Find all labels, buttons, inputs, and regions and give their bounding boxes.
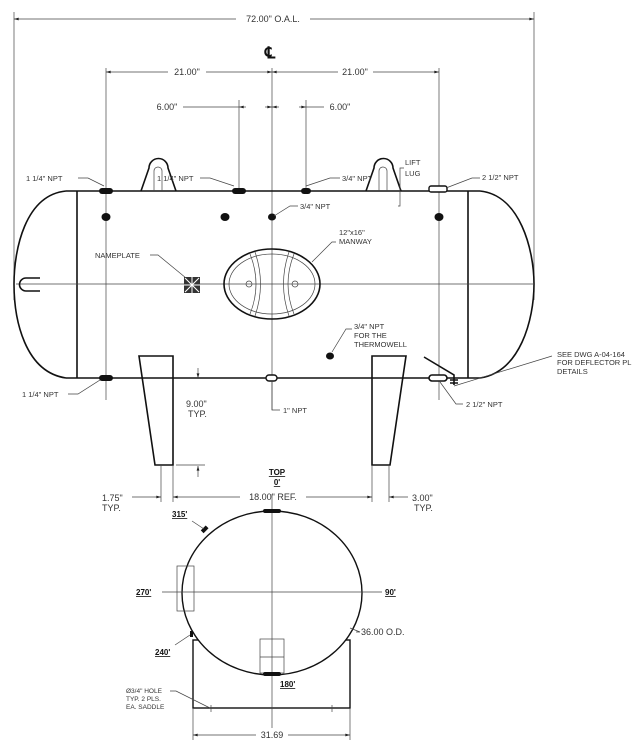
callout-top-right-fitting: 2 1/2" NPT (482, 173, 519, 182)
callout-bottom-right-fitting: 2 1/2" NPT (466, 400, 503, 409)
lift-lug (140, 157, 177, 192)
right-offset-label: 3.00" (412, 493, 433, 503)
saddle-spacing-label: 18.00" REF. (249, 492, 297, 502)
callout-bottom-center-fitting: 1" NPT (283, 406, 307, 415)
nameplate-icon (184, 277, 200, 293)
angle-270: 270' (136, 588, 151, 597)
fitting (232, 188, 246, 194)
outside-diameter-label: 36.00 O.D. (361, 627, 405, 637)
callout-shell-fitting: 3/4" NPT (300, 202, 331, 211)
dimension-21: 21.00" 21.00" (105, 67, 440, 400)
angle-240: 240' (155, 648, 170, 657)
callout-deflector-2: FOR DEFLECTOR PL (557, 358, 631, 367)
angle-90: 90' (385, 588, 396, 597)
overall-length-dimension: 72.00" O.A.L. (13, 12, 535, 300)
callout-nameplate: NAMEPLATE (95, 251, 140, 260)
left-head (13, 190, 67, 379)
manway (223, 248, 321, 320)
callout-top-left-fitting: 1 1/4" NPT (26, 174, 63, 183)
callouts: 1 1/4" NPT 1 1/4" NPT 3/4" NPT LIFT LUG … (22, 158, 631, 415)
right-head (479, 190, 535, 379)
saddle-leg-right (371, 355, 407, 466)
hole-note-2: TYP. 2 PLS. (126, 696, 161, 703)
callout-thermowell-2: FOR THE (354, 331, 387, 340)
hole-note-3: EA. SADDLE (126, 704, 165, 711)
hole-note: Ø3/4" HOLE (126, 688, 163, 695)
vessel-end-view: 31.69 36.00 O.D. TOP 0' 315' 270' 90' 24… (126, 468, 405, 740)
callout-manway-2: MANWAY (339, 237, 372, 246)
angle-180: 180' (280, 680, 295, 689)
callout-top-center-fitting: 3/4" NPT (342, 174, 373, 183)
leg-dimensions: 9.00" TYP. 1.75" TYP. 18.00" REF. 3.00" … (102, 368, 433, 513)
callout-top-mid-fitting: 1 1/4" NPT (157, 174, 194, 183)
right-21-label: 21.00" (342, 67, 368, 77)
callout-manway: 12"x16" (339, 228, 365, 237)
handle-icon (18, 277, 40, 292)
overall-length-label: 72.00" O.A.L. (246, 14, 300, 24)
callout-thermowell: 3/4" NPT (354, 322, 385, 331)
left-offset-label: 1.75" (102, 493, 123, 503)
fitting (428, 185, 448, 193)
left-21-label: 21.00" (174, 67, 200, 77)
saddle-leg-left (138, 355, 174, 466)
fitting (99, 188, 113, 194)
callout-deflector: SEE DWG A-04-164 (557, 350, 625, 359)
saddle-width-label: 31.69 (261, 730, 284, 740)
centerline-symbol: ℄ (264, 45, 276, 62)
fitting (301, 188, 311, 194)
right-offset-typ: TYP. (414, 503, 433, 513)
callout-thermowell-3: THERMOWELL (354, 340, 407, 349)
dimension-6: 6.00" 6.00" (157, 100, 351, 190)
top-label: TOP (269, 468, 286, 477)
callout-deflector-3: DETAILS (557, 367, 588, 376)
callout-lift-lug: LIFT (405, 158, 421, 167)
left-6-label: 6.00" (157, 102, 178, 112)
callout-lift-lug-2: LUG (405, 169, 421, 178)
right-6-label: 6.00" (330, 102, 351, 112)
callout-bottom-left-fitting: 1 1/4" NPT (22, 390, 59, 399)
angle-0: 0' (274, 478, 280, 487)
vessel-side-view (13, 157, 535, 466)
leg-height-typ: TYP. (188, 409, 207, 419)
leg-height-label: 9.00" (186, 399, 207, 409)
angle-315: 315' (172, 510, 187, 519)
left-offset-typ: TYP. (102, 503, 121, 513)
lift-lug (365, 157, 402, 192)
